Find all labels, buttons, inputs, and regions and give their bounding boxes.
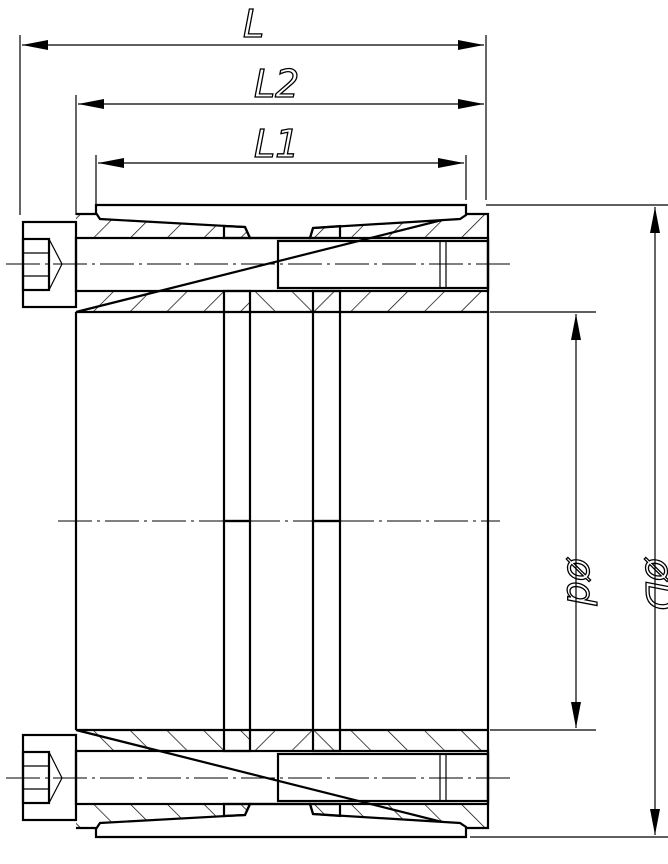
dimension-L: L: [19, 1, 487, 215]
dimension-label-D: øD: [637, 557, 668, 611]
section-half-top: [6, 203, 512, 523]
dimension-L2: L2: [75, 61, 484, 215]
dimension-L1: L1: [95, 121, 467, 205]
dimension-D: øD: [470, 204, 668, 838]
dimension-d: ød: [490, 311, 604, 731]
dimension-label-d: ød: [559, 557, 603, 606]
dimension-label-L2: L2: [254, 62, 299, 106]
section-half-bottom: [4, 519, 514, 839]
dimension-label-L: L: [243, 2, 264, 46]
dimension-label-L1: L1: [254, 122, 299, 166]
